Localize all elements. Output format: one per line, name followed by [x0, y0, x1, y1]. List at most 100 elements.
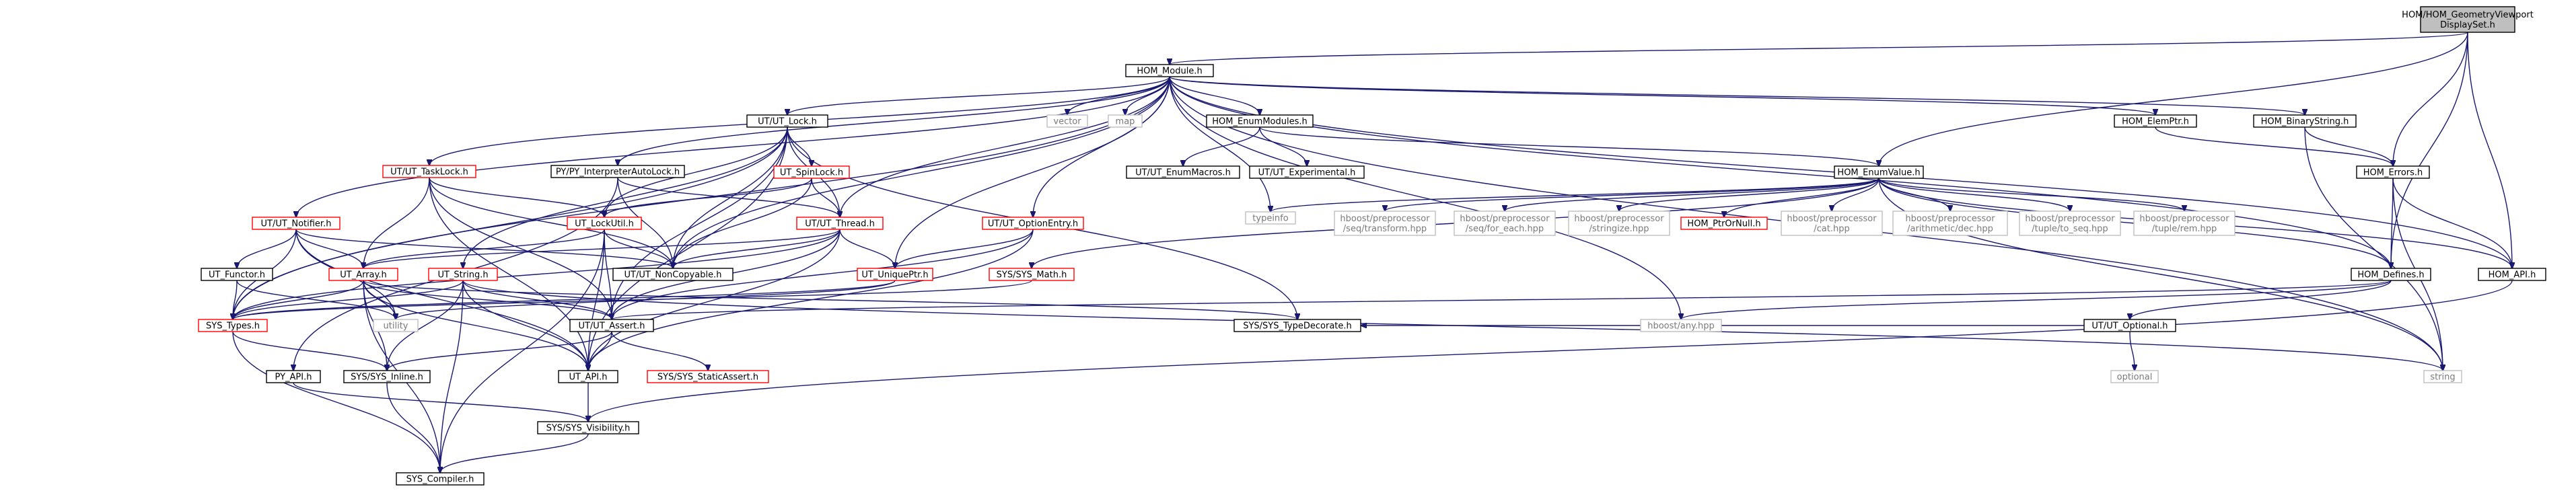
node-utarray[interactable]: UT_Array.h [328, 268, 398, 281]
node-utstring[interactable]: UT_String.h [428, 268, 498, 281]
node-label: SYS/SYS_StaticAssert.h [657, 373, 758, 383]
node-utoptional[interactable]: UT/UT_Optional.h [2083, 319, 2176, 332]
node-optionentry[interactable]: UT/UT_OptionEntry.h [982, 217, 1084, 230]
node-box [252, 217, 341, 230]
edge-lock-to-utstring [463, 126, 788, 268]
edge-enummodules-to-enumvalue [1259, 126, 1879, 166]
node-staticassert[interactable]: SYS/SYS_StaticAssert.h [647, 370, 769, 383]
edge-utoptional-to-optional [2129, 331, 2135, 371]
edge-optionentry-to-uniqueptr [895, 229, 1034, 268]
node-box [1334, 211, 1436, 236]
edge-binarystring-to-errors [2304, 126, 2393, 166]
node-label: UT_UniquePtr.h [861, 270, 928, 280]
node-map: map [1108, 114, 1143, 128]
node-box [746, 114, 828, 128]
edge-module-to-uniqueptr [895, 76, 1170, 268]
edge-defines-to-hboostany [1681, 280, 2392, 319]
node-box [558, 370, 618, 383]
node-box [982, 217, 1084, 230]
node-module[interactable]: HOM_Module.h [1125, 64, 1214, 77]
node-label: hboost/preprocessor [1340, 214, 1430, 224]
node-sysmath[interactable]: SYS/SYS_Math.h [989, 268, 1075, 281]
node-noncopyable[interactable]: UT/UT_NonCopyable.h [612, 268, 734, 281]
node-box [569, 319, 654, 332]
node-enumvalue[interactable]: HOM_EnumValue.h [1834, 165, 1924, 179]
edge-enumvalue-to-seqforeach [1505, 178, 1880, 211]
node-label: UT_LockUtil.h [575, 219, 634, 229]
edge-module-to-pyinterp [618, 76, 1170, 165]
edge-module-to-lock [787, 76, 1170, 115]
node-box [266, 370, 321, 383]
edge-spinlock-to-noncopyable [673, 178, 812, 268]
node-box [612, 268, 734, 281]
node-visibility[interactable]: SYS/SYS_Visibility.h [537, 421, 639, 434]
node-box [857, 268, 933, 281]
node-uniqueptr[interactable]: UT_UniquePtr.h [857, 268, 933, 281]
edge-sysmath-to-systypes [233, 280, 1032, 319]
edge-systypes-to-sysinline [232, 331, 387, 371]
node-toseq: hboost/preprocessor/tuple/to_seq.hpp [2019, 211, 2121, 236]
node-enummodules[interactable]: HOM_EnumModules.h [1206, 114, 1314, 128]
node-label: UT/UT_OptionEntry.h [988, 219, 1078, 229]
node-binarystring[interactable]: HOM_BinaryString.h [2253, 114, 2357, 128]
node-homapi[interactable]: HOM_API.h [2478, 268, 2546, 281]
node-box [1108, 114, 1143, 128]
edge-uniqueptr-to-systypes [233, 280, 896, 319]
edge-functor-to-utility [236, 280, 396, 319]
node-errors[interactable]: HOM_Errors.h [2356, 165, 2430, 179]
node-elemptr[interactable]: HOM_ElemPtr.h [2114, 114, 2197, 128]
edge-tasklock-to-noncopyable [429, 177, 673, 268]
node-box [396, 472, 485, 486]
node-label: UT/UT_Lock.h [758, 117, 817, 127]
edge-utstring-to-string [462, 280, 2443, 371]
node-ptrornull[interactable]: HOM_PtrOrNull.h [1680, 217, 1768, 230]
node-box [647, 370, 769, 383]
node-label: /tuple/to_seq.hpp [2032, 224, 2108, 234]
node-box [1892, 211, 2008, 236]
node-box [198, 319, 268, 332]
node-label: PY_API.h [275, 373, 312, 383]
node-systypes[interactable]: SYS_Types.h [198, 319, 268, 332]
node-box [537, 421, 639, 434]
node-lock[interactable]: UT/UT_Lock.h [746, 114, 828, 128]
node-pyapi[interactable]: PY_API.h [266, 370, 321, 383]
node-label: map [1116, 117, 1135, 127]
node-utassert[interactable]: UT/UT_Assert.h [569, 319, 654, 332]
node-sysinline[interactable]: SYS/SYS_Inline.h [343, 370, 431, 383]
node-box [1206, 114, 1314, 128]
edge-root-to-errors [2393, 32, 2468, 166]
node-box [1245, 211, 1296, 225]
edge-utarray-to-utapi [363, 280, 588, 371]
edge-lock-to-systypes [233, 126, 788, 319]
node-box [2253, 114, 2357, 128]
node-label: SYS/SYS_Inline.h [351, 373, 423, 383]
edge-root-to-defines [2391, 32, 2468, 268]
node-utthread[interactable]: UT/UT_Thread.h [796, 217, 884, 230]
node-box [989, 268, 1075, 281]
node-lockutil[interactable]: UT_LockUtil.h [567, 217, 642, 230]
node-spinlock[interactable]: UT_SpinLock.h [773, 165, 850, 179]
node-enummacros[interactable]: UT/UT_EnumMacros.h [1126, 165, 1240, 179]
edge-visibility-to-compiler [440, 433, 589, 473]
edge-enummodules-to-enummacros [1183, 126, 1260, 166]
node-label: UT/UT_Experimental.h [1258, 168, 1356, 178]
edge-module-to-enummodules [1169, 76, 1260, 115]
edge-utassert-to-sysinline [387, 331, 612, 371]
node-pyinterp[interactable]: PY/PY_InterpreterAutoLock.h [550, 165, 685, 178]
node-box [550, 165, 685, 178]
node-defines[interactable]: HOM_Defines.h [2351, 268, 2431, 281]
node-label: utility [384, 321, 408, 332]
node-tasklock[interactable]: UT/UT_TaskLock.h [382, 165, 476, 178]
node-experimental[interactable]: UT/UT_Experimental.h [1249, 165, 1365, 179]
edge-module-to-notifier [296, 76, 1170, 217]
node-cat: hboost/preprocessor/cat.hpp [1781, 211, 1883, 236]
node-compiler[interactable]: SYS_Compiler.h [396, 472, 485, 486]
node-notifier[interactable]: UT/UT_Notifier.h [252, 217, 341, 230]
node-typedecorate[interactable]: SYS/SYS_TypeDecorate.h [1233, 319, 1361, 332]
node-utapi[interactable]: UT_API.h [558, 370, 618, 383]
node-functor[interactable]: UT_Functor.h [201, 268, 273, 281]
node-box [382, 165, 476, 178]
edge-utthread-to-systypes [233, 229, 840, 319]
node-vector: vector [1046, 114, 1088, 128]
